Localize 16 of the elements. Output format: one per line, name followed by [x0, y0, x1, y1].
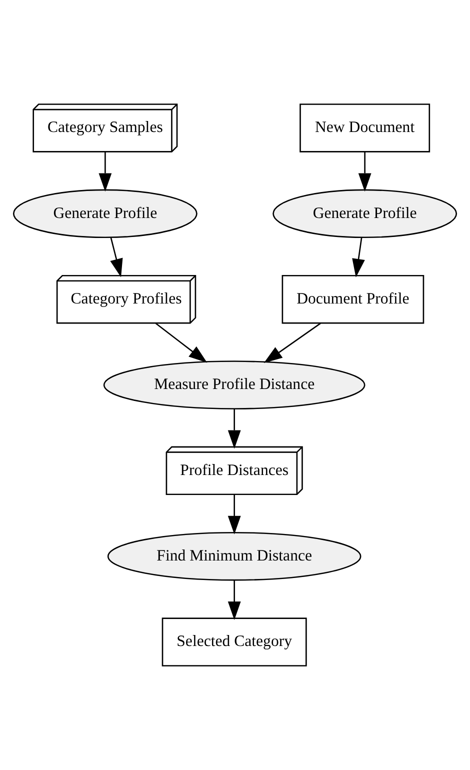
arrow: [264, 322, 321, 364]
node-ellipse: Measure Profile Distance: [103, 360, 366, 410]
arrow: [228, 409, 241, 449]
node-box: New Document: [300, 104, 430, 152]
arrow: [98, 152, 112, 192]
arrow: [352, 238, 365, 278]
node-ellipse: Generate Profile: [272, 189, 458, 238]
arrow: [110, 238, 123, 278]
node-ellipse: Generate Profile: [12, 189, 198, 238]
arrow: [228, 494, 241, 534]
arrow: [358, 152, 372, 192]
node-ellipse: Find Minimum Distance: [107, 532, 362, 581]
arrow: [155, 322, 208, 363]
node-box: Document Profile: [282, 274, 424, 324]
arrow: [228, 580, 241, 620]
node-box: Selected Category: [162, 618, 307, 666]
